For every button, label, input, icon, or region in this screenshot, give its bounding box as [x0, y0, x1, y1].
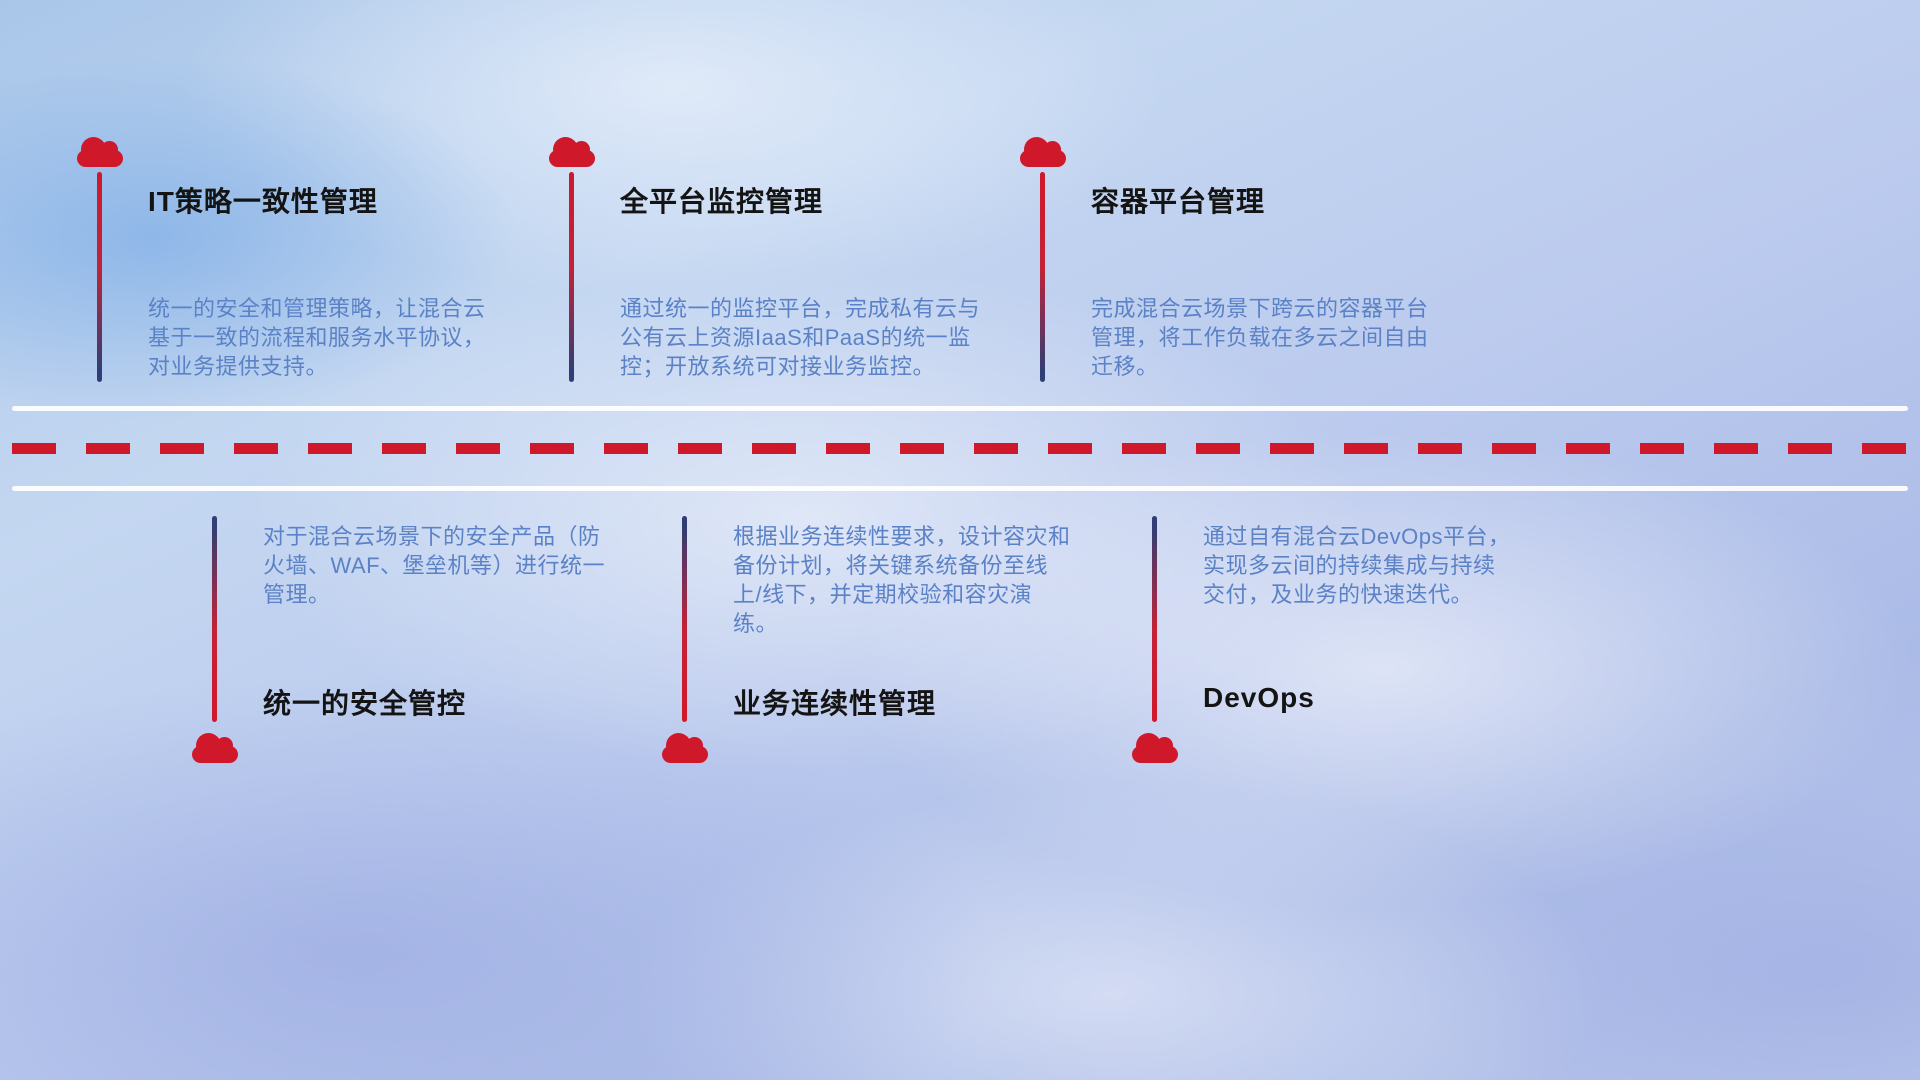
cloud-icon: [1132, 733, 1178, 763]
dashed-road-line: [12, 443, 1908, 454]
cloud-icon: [549, 137, 595, 167]
connector-line: [97, 172, 102, 382]
feature-description: 统一的安全和管理策略，让混合云基于一致的流程和服务水平协议，对业务提供支持。: [148, 296, 486, 379]
feature-title: DevOps: [1203, 682, 1315, 713]
feature-title: 统一的安全管控: [263, 688, 467, 719]
connector-line: [212, 516, 217, 722]
feature-title: 业务连续性管理: [733, 688, 937, 719]
feature-title: 容器平台管理: [1091, 186, 1266, 217]
divider-line-top: [12, 406, 1908, 411]
feature-title: IT策略一致性管理: [148, 186, 378, 217]
divider-line-bottom: [12, 486, 1908, 491]
cloud-icon: [192, 733, 238, 763]
cloud-icon: [77, 137, 123, 167]
feature-description: 完成混合云场景下跨云的容器平台管理，将工作负载在多云之间自由迁移。: [1091, 296, 1429, 379]
connector-line: [569, 172, 574, 382]
feature-description: 通过统一的监控平台，完成私有云与公有云上资源IaaS和PaaS的统一监控；开放系…: [620, 296, 981, 379]
connector-line: [1040, 172, 1045, 382]
feature-description: 对于混合云场景下的安全产品（防火墙、WAF、堡垒机等）进行统一管理。: [263, 524, 606, 607]
cloud-icon: [1020, 137, 1066, 167]
feature-title: 全平台监控管理: [620, 186, 824, 217]
cloud-icon: [662, 733, 708, 763]
connector-line: [682, 516, 687, 722]
connector-line: [1152, 516, 1157, 722]
feature-description: 根据业务连续性要求，设计容灾和备份计划，将关键系统备份至线上/线下，并定期校验和…: [733, 524, 1071, 636]
feature-description: 通过自有混合云DevOps平台，实现多云间的持续集成与持续交付，及业务的快速迭代…: [1203, 524, 1511, 607]
